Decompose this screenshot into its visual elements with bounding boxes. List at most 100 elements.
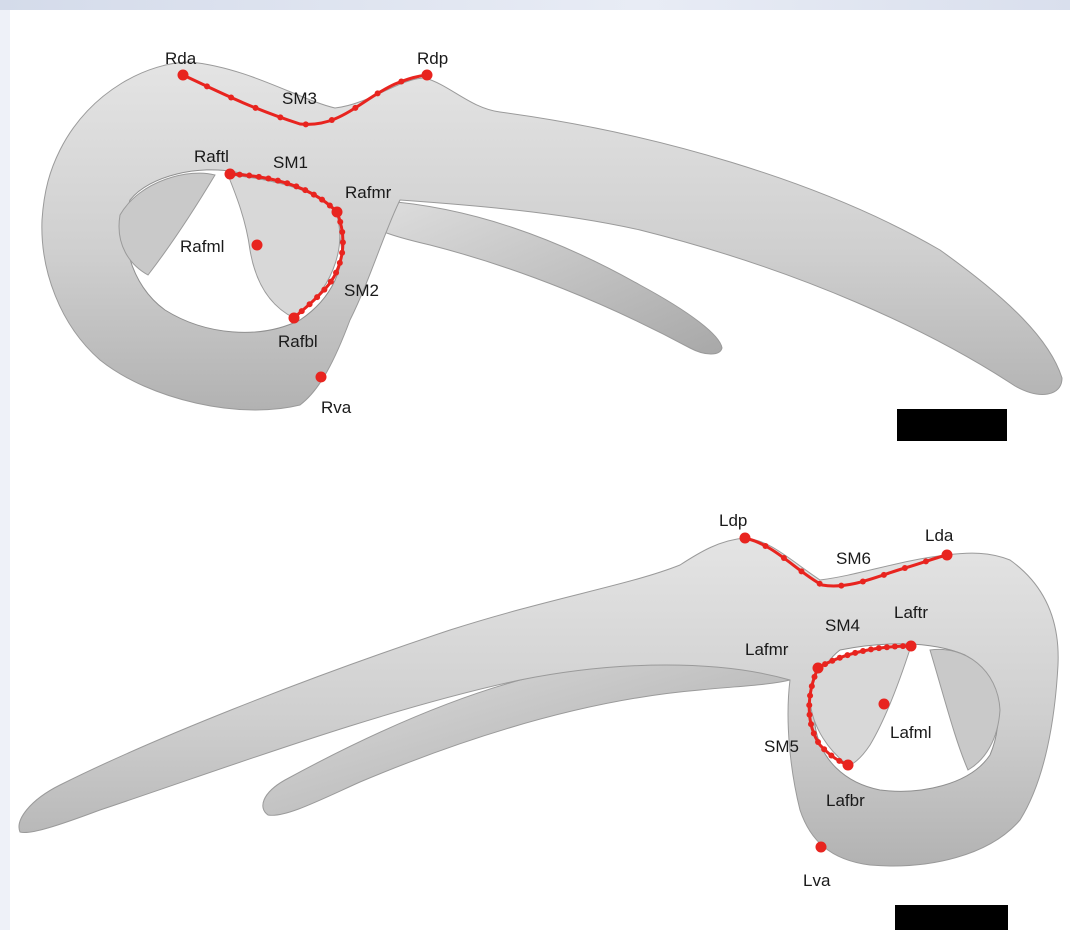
label-lafbr: Lafbr [826,791,865,810]
sm3-semi-landmark [303,121,309,127]
label-sm3: SM3 [282,89,317,108]
sm1-semi-landmark [237,172,243,178]
right-bone [42,62,1062,410]
label-lafml: Lafml [890,723,932,742]
landmark-ldp [740,533,751,544]
landmark-raftl [225,169,236,180]
sm1-semi-landmark [246,173,252,179]
sm2-semi-landmark [328,279,334,285]
sm2-semi-landmark [307,301,313,307]
sm5-semi-landmark [821,746,827,752]
sm4-semi-landmark [852,650,858,656]
sm2-semi-landmark [333,270,339,276]
landmark-rda [178,70,189,81]
sm3-semi-landmark [253,105,259,111]
sm5-semi-landmark [812,674,818,680]
sm6-semi-landmark [817,581,823,587]
sm1-semi-landmark [256,174,262,180]
label-laftr: Laftr [894,603,928,622]
sm1-semi-landmark [319,197,325,203]
sm6-semi-landmark [798,568,804,574]
sm1-semi-landmark [327,202,333,208]
sm4-semi-landmark [837,655,843,661]
sm5-semi-landmark [836,758,842,764]
sm4-semi-landmark [829,658,835,664]
sm4-semi-landmark [884,644,890,650]
scale-bar-top [897,409,1007,441]
sm1-semi-landmark [293,183,299,189]
label-rda: Rda [165,49,197,68]
left-bone [19,538,1058,866]
landmark-lva [816,842,827,853]
sm3-semi-landmark [398,79,404,85]
landmark-lafbr [843,760,854,771]
sm3-semi-landmark [277,114,283,120]
sm6-semi-landmark [762,543,768,549]
sm5-semi-landmark [807,712,813,718]
sm1-semi-landmark [284,180,290,186]
label-sm4: SM4 [825,616,860,635]
label-rafmr: Rafmr [345,183,392,202]
sm5-semi-landmark [809,683,815,689]
sm6-semi-landmark [860,578,866,584]
label-sm5: SM5 [764,737,799,756]
landmark-rdp [422,70,433,81]
sm5-semi-landmark [811,730,817,736]
landmark-rafbl [289,313,300,324]
landmark-lafmr [813,663,824,674]
label-sm6: SM6 [836,549,871,568]
landmark-rafmr [332,207,343,218]
sm6-semi-landmark [923,558,929,564]
landmark-lda [942,550,953,561]
sm3-semi-landmark [228,95,234,101]
label-sm2: SM2 [344,281,379,300]
label-rafbl: Rafbl [278,332,318,351]
label-rva: Rva [321,398,352,417]
sm3-semi-landmark [329,117,335,123]
sm4-semi-landmark [868,646,874,652]
sm6-semi-landmark [838,583,844,589]
landmark-laftr [906,641,917,652]
sm5-semi-landmark [807,693,813,699]
sm4-semi-landmark [822,661,828,667]
sm1-semi-landmark [302,187,308,193]
sm4-semi-landmark [892,644,898,650]
sm3-semi-landmark [375,90,381,96]
sm5-semi-landmark [806,702,812,708]
sm2-semi-landmark [337,219,343,225]
landmark-rafml [252,240,263,251]
sm2-semi-landmark [337,260,343,266]
sm2-semi-landmark [339,229,345,235]
sm2-semi-landmark [314,294,320,300]
sm1-semi-landmark [275,178,281,184]
label-sm1: SM1 [273,153,308,172]
sm5-semi-landmark [815,739,821,745]
landmark-lafml [879,699,890,710]
sm1-semi-landmark [265,176,271,182]
label-lafmr: Lafmr [745,640,789,659]
sm6-semi-landmark [881,572,887,578]
label-raftl: Raftl [194,147,229,166]
label-ldp: Ldp [719,511,747,530]
sm3-semi-landmark [204,83,210,89]
label-lva: Lva [803,871,831,890]
sm3-semi-landmark [352,105,358,111]
sm6-semi-landmark [902,565,908,571]
sm2-semi-landmark [321,287,327,293]
sm2-semi-landmark [299,308,305,314]
sm4-semi-landmark [876,645,882,651]
sm5-semi-landmark [828,753,834,759]
sm4-semi-landmark [900,643,906,649]
sm2-semi-landmark [340,239,346,245]
sm5-semi-landmark [808,721,814,727]
label-rafml: Rafml [180,237,224,256]
sm1-semi-landmark [311,192,317,198]
sm4-semi-landmark [844,652,850,658]
label-rdp: Rdp [417,49,448,68]
label-lda: Lda [925,526,954,545]
sm4-semi-landmark [860,648,866,654]
landmark-rva [316,372,327,383]
scale-bar-bottom [895,905,1008,930]
